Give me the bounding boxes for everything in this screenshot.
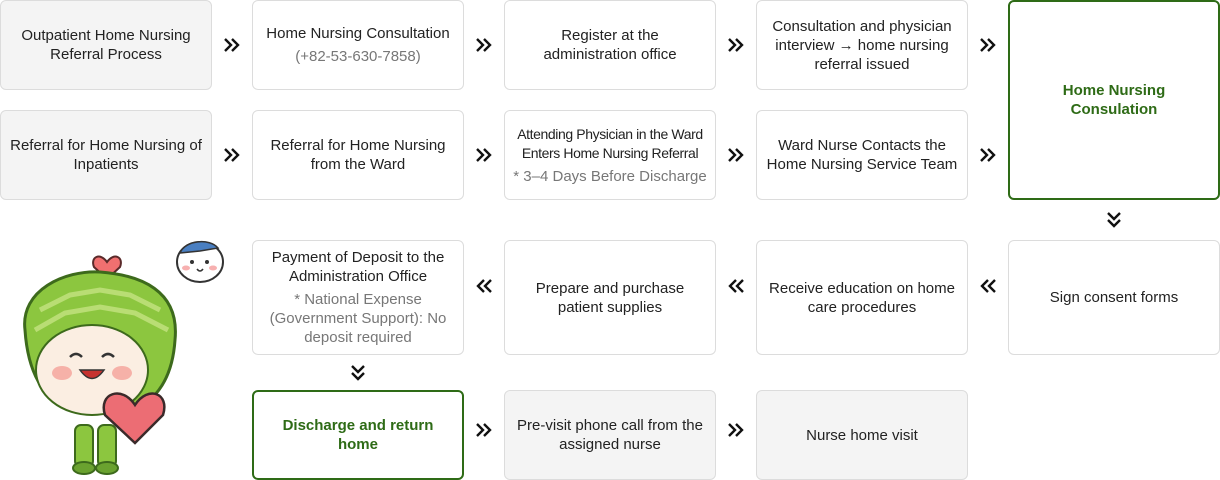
- step-physician-interview: Consultation and physician interview → h…: [756, 0, 968, 90]
- box-label: Payment of Deposit to the Administration…: [271, 249, 445, 285]
- box-label: Discharge and return home: [282, 417, 434, 453]
- chevron-double-right-icon: [978, 35, 998, 55]
- box-label: Prepare and purchase patient supplies: [535, 279, 685, 316]
- nurse-mascot-illustration: [23, 241, 224, 475]
- box-label: Referral for Home Nursing of Inpatients: [10, 137, 202, 173]
- box-label: Sign consent forms: [1049, 289, 1179, 306]
- step-register-office: Register at the administration office: [504, 0, 716, 90]
- step-nurse-home-visit: Nurse home visit: [756, 390, 968, 480]
- chevron-double-right-icon: [222, 145, 242, 165]
- box-label: Outpatient Home Nursing Referral Process: [21, 27, 191, 63]
- chevron-double-down-icon: [348, 363, 368, 383]
- box-label: Pre-visit phone call from the assigned n…: [517, 417, 703, 453]
- box-label: Home Nursing Consultation: [266, 25, 450, 42]
- chevron-double-right-icon: [726, 145, 746, 165]
- box-label: Nurse home visit: [806, 426, 918, 444]
- deposit-note: * National Expense (Government Support):…: [269, 291, 447, 346]
- chevron-double-left-icon: [726, 276, 746, 296]
- step-attending-physician: Attending Physician in the Ward Enters H…: [504, 110, 716, 200]
- box-label: Referral for Home Nursing from the Ward: [270, 137, 446, 173]
- step-previsit-call: Pre-visit phone call from the assigned n…: [504, 390, 716, 480]
- step-prepare-supplies: Prepare and purchase patient supplies: [504, 240, 716, 355]
- chevron-double-down-icon: [1104, 210, 1124, 230]
- chevron-double-right-icon: [474, 420, 494, 440]
- step-discharge-home: Discharge and return home: [252, 390, 464, 480]
- small-character-icon: [176, 241, 224, 283]
- home-nursing-consultation-box: Home Nursing Consulation: [1008, 0, 1220, 200]
- box-label: Ward Nurse Contacts the Home Nursing Ser…: [766, 137, 958, 173]
- chevron-double-left-icon: [474, 276, 494, 296]
- inpatient-process-title: Referral for Home Nursing of Inpatients: [0, 110, 212, 200]
- box-label: Home Nursing Consulation: [1062, 82, 1166, 118]
- outpatient-process-title: Outpatient Home Nursing Referral Process: [0, 0, 212, 90]
- chevron-double-right-icon: [474, 35, 494, 55]
- box-label: Register at the administration office: [543, 27, 677, 63]
- step-consultation-phone: Home Nursing Consultation (+82-53-630-78…: [252, 0, 464, 90]
- step-ward-referral: Referral for Home Nursing from the Ward: [252, 110, 464, 200]
- chevron-double-right-icon: [222, 35, 242, 55]
- phone-number: (+82-53-630-7858): [295, 48, 421, 65]
- step-ward-nurse-contact: Ward Nurse Contacts the Home Nursing Ser…: [756, 110, 968, 200]
- chevron-double-left-icon: [978, 276, 998, 296]
- box-label: Receive education on home care procedure…: [769, 279, 955, 316]
- chevron-double-right-icon: [474, 145, 494, 165]
- box-label: Attending Physician in the Ward Enters H…: [517, 125, 703, 161]
- chevron-double-right-icon: [978, 145, 998, 165]
- step-home-care-education: Receive education on home care procedure…: [756, 240, 968, 355]
- chevron-double-right-icon: [726, 420, 746, 440]
- chevron-double-right-icon: [726, 35, 746, 55]
- step-deposit-payment: Payment of Deposit to the Administration…: [252, 240, 464, 355]
- step-sign-consent: Sign consent forms: [1008, 240, 1220, 355]
- box-label: Consultation and physician interview → h…: [772, 17, 952, 73]
- timing-note: * 3–4 Days Before Discharge: [513, 167, 707, 185]
